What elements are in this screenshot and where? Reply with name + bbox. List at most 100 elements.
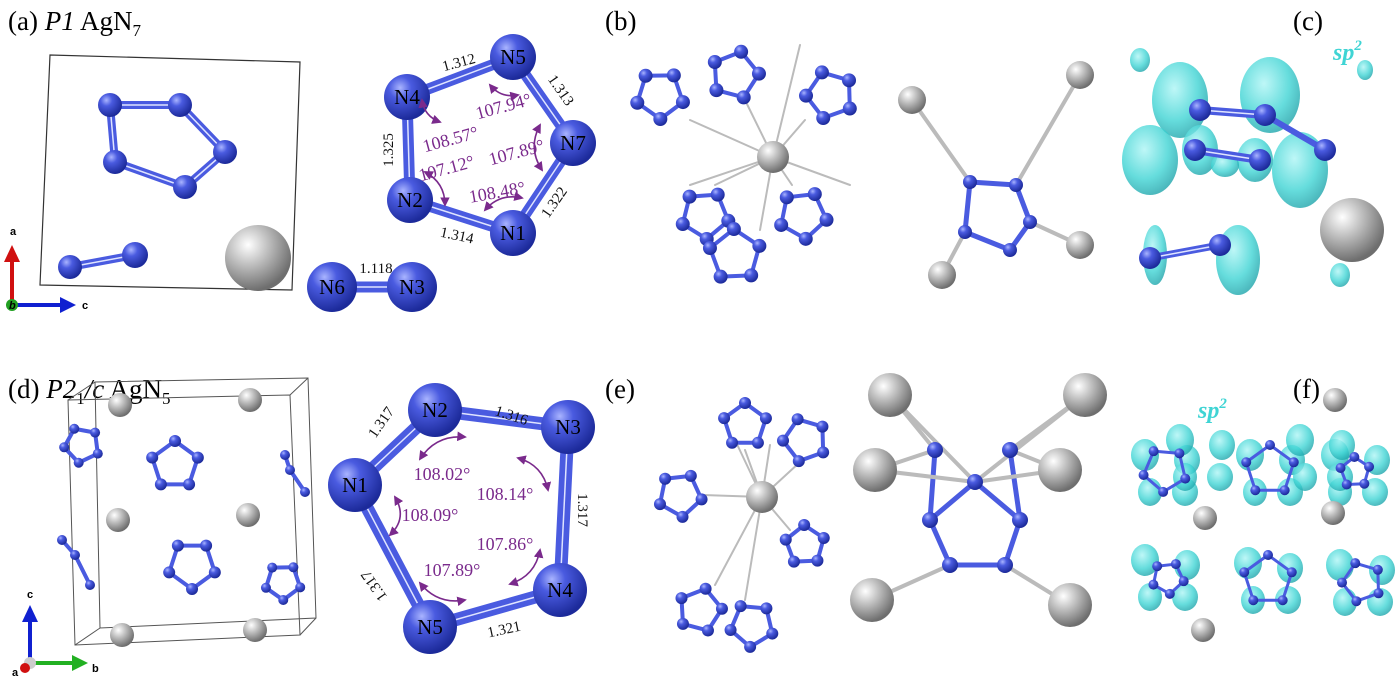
silver-atom: [1321, 501, 1345, 525]
angle-arc: [508, 548, 544, 587]
isosurface-lobe: [1131, 544, 1159, 576]
nitrogen-atom: [1351, 596, 1362, 607]
nitrogen-atom: [779, 533, 792, 546]
nitrogen-atom: [807, 187, 822, 202]
isosurface-lobe: [1130, 48, 1150, 72]
unit-cell-a: [39, 54, 301, 291]
nitrogen-atom: [57, 535, 67, 545]
nitrogen-atom: [98, 93, 122, 117]
angle-arc: [418, 581, 467, 607]
nitrogen-atom: [1254, 104, 1276, 126]
axis-label-b: b: [92, 663, 99, 675]
atom-label-n1: N1: [342, 473, 368, 497]
bond-angle-label: 108.14°: [477, 484, 534, 504]
nitrogen-atom: [734, 44, 749, 59]
nitrogen-atom: [1248, 595, 1259, 606]
nitrogen-atom: [1335, 462, 1346, 473]
nitrogen-atom: [707, 55, 722, 70]
nitrogen-atom: [1314, 139, 1336, 161]
nitrogen-atom: [191, 451, 204, 464]
isosurface-lobe: [1329, 430, 1355, 460]
nitrogen-atom: [659, 472, 672, 485]
isosurface-lobe: [1326, 549, 1354, 581]
bond-length-label: 1.314: [439, 225, 476, 248]
nitrogen-atom: [967, 474, 983, 490]
nitrogen-atom: [260, 582, 271, 593]
isosurface-lobe: [1122, 125, 1178, 195]
bond: [927, 479, 978, 523]
nitrogen-atom: [744, 268, 759, 283]
nitrogen-atom: [1174, 448, 1185, 459]
silver-atom: [1048, 583, 1092, 627]
silver-atom: [1038, 448, 1082, 492]
nitrogen-atom: [307, 262, 357, 312]
atom-label-n3: N3: [555, 415, 581, 439]
bond: [744, 496, 763, 601]
nitrogen-atom: [759, 412, 772, 425]
nitrogen-atom: [1265, 440, 1276, 450]
nitrogen-atom: [173, 175, 197, 199]
nitrogen-atom: [1138, 469, 1149, 480]
isosurface-lobe: [1330, 263, 1350, 287]
nitrogen-atom: [90, 427, 101, 438]
isosurface-lobe: [1236, 439, 1264, 471]
nitrogen-atom: [1263, 550, 1274, 560]
panel-b-label: (b): [605, 6, 636, 36]
nitrogen-atom: [799, 88, 814, 103]
nitrogen-atom: [1164, 588, 1175, 599]
nitrogen-atom: [702, 241, 717, 256]
bond-length-label: 1.325: [381, 133, 397, 167]
nitrogen-atom: [403, 600, 457, 654]
panel-e-label: (e): [605, 374, 635, 404]
nitrogen-atom: [208, 566, 221, 579]
nitrogen-atom: [942, 557, 958, 573]
nitrogen-atom: [169, 435, 182, 447]
bond: [972, 479, 1023, 523]
nitrogen-atom: [927, 442, 943, 458]
angle-arc: [418, 98, 442, 124]
silver-atom: [1066, 231, 1094, 259]
nitrogen-atom: [695, 493, 708, 506]
bond: [1014, 73, 1082, 187]
nitrogen-atom: [146, 451, 159, 464]
silver-atom: [225, 225, 291, 291]
bond: [1262, 112, 1328, 153]
atom-label-n3: N3: [399, 275, 425, 299]
atom-label-n2: N2: [422, 398, 448, 422]
nitrogen-atom: [684, 469, 697, 482]
silver-atom: [1323, 388, 1347, 412]
nitrogen-atom: [1241, 457, 1252, 468]
nitrogen-atom: [295, 582, 306, 593]
nitrogen-atom: [777, 434, 790, 447]
silver-atom: [1063, 373, 1107, 417]
angle-arc: [423, 171, 450, 207]
nitrogen-atom: [751, 66, 766, 81]
nitrogen-atom: [1239, 567, 1250, 578]
axis-label-a: a: [10, 226, 17, 238]
axes-indicator-d: c b a: [12, 589, 99, 679]
nitrogen-atom: [816, 111, 831, 126]
bond-length-label: 1.317: [365, 404, 398, 441]
bond: [962, 229, 1013, 253]
nitrogen-atom: [328, 458, 382, 512]
nitrogen-atom: [1184, 139, 1206, 161]
nitrogen-atom: [1189, 99, 1211, 121]
nitrogen-atom: [798, 519, 811, 532]
nitrogen-atom: [715, 602, 728, 615]
silver-atom: [1066, 61, 1094, 89]
nitrogen-atom: [1250, 485, 1261, 496]
bond: [927, 447, 938, 523]
nitrogen-atom: [490, 210, 536, 256]
nitrogen-atom: [675, 592, 688, 605]
nitrogen-atom: [1170, 559, 1181, 570]
nitrogen-atom: [791, 413, 804, 426]
angle-arc: [516, 455, 552, 492]
nitrogen-atom: [1003, 243, 1017, 257]
nitrogen-atom: [1341, 479, 1352, 490]
silver-atom: [928, 261, 956, 289]
nitrogen-atom: [958, 225, 972, 239]
nitrogen-atom: [73, 457, 84, 468]
nitrogen-atom: [701, 624, 714, 637]
nitrogen-atom: [709, 83, 724, 98]
